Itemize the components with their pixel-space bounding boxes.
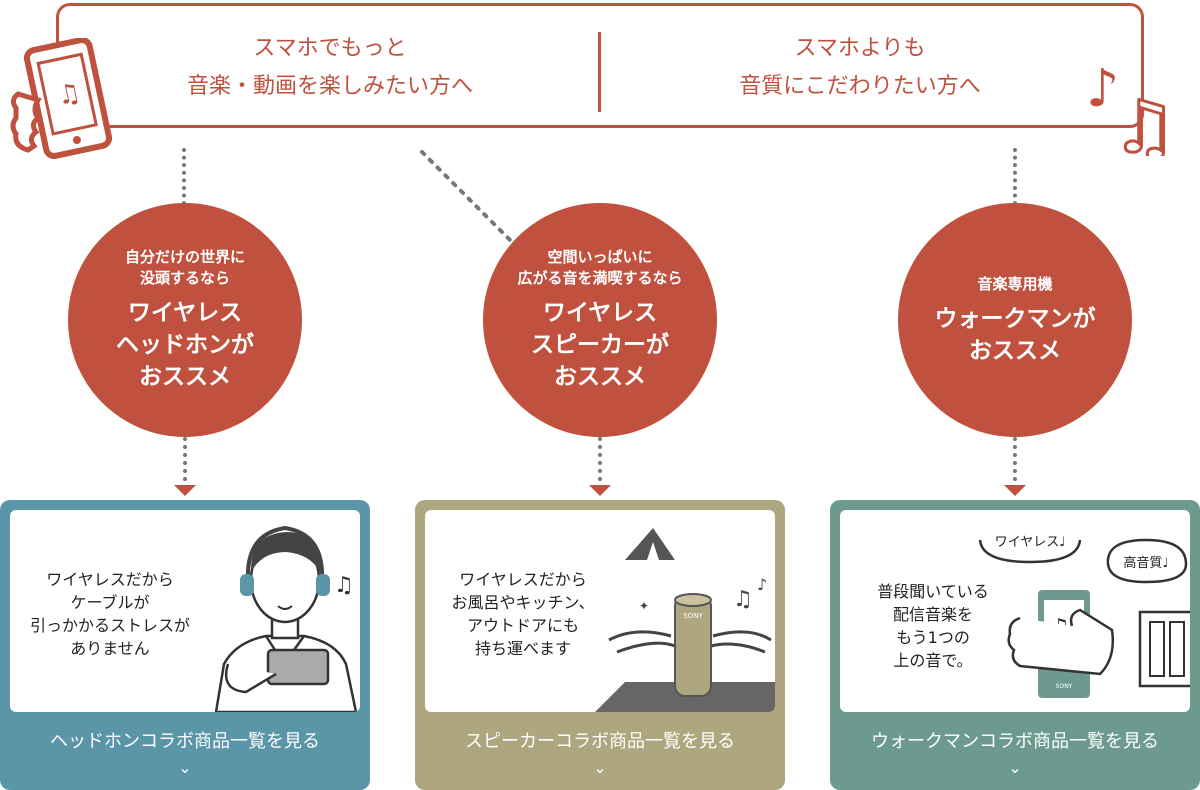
circle-title-line: おススメ [554,364,646,390]
circle-subtitle-line: 音楽専用機 [977,274,1053,293]
description-line: ワイヤレスだから [46,570,174,589]
speaker-list-link[interactable]: スピーカーコラボ商品一覧を見る [465,731,735,752]
chevron-down-icon: ⌄ [178,758,192,777]
circle-title-line: ワイヤレス [542,300,658,326]
walkman-card-description: 普段聞いている 配信音楽を もう1つの 上の音で。 [848,580,1018,672]
walkman-card[interactable]: 普段聞いている 配信音楽を もう1つの 上の音で。 ワイヤレス♩ 高音質♩ ♫ … [830,500,1200,790]
svg-text:♫: ♫ [334,573,354,598]
headphone-card-description: ワイヤレスだから ケーブルが 引っかかるストレスが ありません [20,568,200,660]
description-line: もう1つの [896,628,970,647]
speaker-card-illustration: ワイヤレスだから お風呂やキッチン、 アウトドアにも 持ち運べます SONY ♫… [425,510,775,712]
circle-subtitle: 自分だけの世界に 没頭するなら [125,247,245,289]
right-target-line1: スマホよりも [794,36,926,61]
speaker-recommend-circle: 空間いっぱいに 広がる音を満喫するなら ワイヤレス スピーカーが おススメ [483,203,717,437]
circle-title: ウォークマンが おススメ [935,303,1096,367]
person-headphones-icon: ♫ [214,525,358,712]
circle-title-line: ウォークマンが [934,305,1096,332]
walkman-card-illustration: 普段聞いている 配信音楽を もう1つの 上の音で。 ワイヤレス♩ 高音質♩ ♫ … [840,510,1190,712]
right-target-text: スマホよりも 音質にこだわりたい方へ [650,30,1070,106]
description-line: ケーブルが [70,593,150,612]
description-line: アウトドアにも [466,616,579,635]
description-line: 持ち運べます [474,639,571,658]
connector-dots [420,150,516,246]
banner-divider [598,32,601,112]
description-line: 引っかかるストレスが [29,616,190,635]
circle-subtitle: 音楽専用機 [977,274,1052,295]
left-target-text: スマホでもっと 音楽・動画を楽しみたい方へ [120,30,540,106]
speaker-brand-label: SONY [683,612,703,620]
svg-text:✦: ✦ [639,599,649,613]
circle-subtitle: 空間いっぱいに 広がる音を満喫するなら [517,247,682,289]
svg-text:♫: ♫ [1112,85,1177,156]
svg-text:♪: ♪ [1086,59,1119,119]
headphone-card-illustration: ワイヤレスだから ケーブルが 引っかかるストレスが ありません ♫ [10,510,360,712]
description-line: ワイヤレスだから [459,570,587,589]
circle-title-line: ヘッドホンが [116,332,254,358]
chevron-down-icon: ⌄ [1008,758,1022,777]
walkman-list-link[interactable]: ウォークマンコラボ商品一覧を見る [871,731,1159,752]
description-line: ありません [70,639,150,658]
down-arrow-icon [174,485,196,496]
description-line: お風呂やキッチン、 [451,593,595,612]
speaker-card[interactable]: ワイヤレスだから お風呂やキッチン、 アウトドアにも 持ち運べます SONY ♫… [415,500,785,790]
down-arrow-icon [1004,485,1026,496]
svg-text:♪: ♪ [757,575,767,594]
circle-subtitle-line: 空間いっぱいに [547,248,653,266]
svg-text:♫: ♫ [733,587,753,612]
walkman-recommend-circle: 音楽専用機 ウォークマンが おススメ [898,203,1132,437]
down-arrow-icon [589,485,611,496]
walkman-hand-icon: ワイヤレス♩ 高音質♩ ♫ SONY [978,535,1190,698]
circle-title-line: おススメ [139,364,231,390]
connector-dots [183,437,187,481]
right-target-line2: 音質にこだわりたい方へ [739,74,981,99]
speech-bubble-hifi: 高音質♩ [1123,555,1168,571]
chevron-down-icon: ⌄ [593,758,607,777]
circle-title-line: スピーカーが [531,332,669,358]
left-target-line1: スマホでもっと [253,36,407,61]
circle-subtitle-line: 自分だけの世界に [124,248,245,266]
speaker-outdoor-icon: SONY ♫ ♪ ✦ [595,528,775,712]
description-line: 配信音楽を [892,605,973,624]
headphone-list-link[interactable]: ヘッドホンコラボ商品一覧を見る [50,731,320,752]
music-notes-icon: ♪ ♫ [1086,59,1178,156]
circle-title-line: ワイヤレス [127,300,243,326]
connector-dots [1013,437,1017,481]
description-line: 上の音で。 [893,651,973,670]
circle-title: ワイヤレス スピーカーが おススメ [531,297,669,393]
speech-bubble-wireless: ワイヤレス♩ [995,535,1066,550]
circle-title: ワイヤレス ヘッドホンが おススメ [116,297,254,393]
smartphone-music-icon: ♫ [10,38,113,159]
connector-dots [1013,148,1017,228]
circle-subtitle-line: 広がる音を満喫するなら [517,269,683,287]
speaker-card-description: ワイヤレスだから お風呂やキッチン、 アウトドアにも 持ち運べます [437,568,609,660]
connector-dots [598,437,602,481]
headphone-card[interactable]: ワイヤレスだから ケーブルが 引っかかるストレスが ありません ♫ ヘッドホンコ… [0,500,370,790]
description-line: 普段聞いている [877,582,989,601]
connector-dots [182,148,186,228]
walkman-brand-label: SONY [1056,683,1073,690]
left-target-line2: 音楽・動画を楽しみたい方へ [186,74,473,99]
headphone-recommend-circle: 自分だけの世界に 没頭するなら ワイヤレス ヘッドホンが おススメ [68,203,302,437]
circle-subtitle-line: 没頭するなら [139,269,230,287]
circle-title-line: おススメ [969,337,1061,364]
